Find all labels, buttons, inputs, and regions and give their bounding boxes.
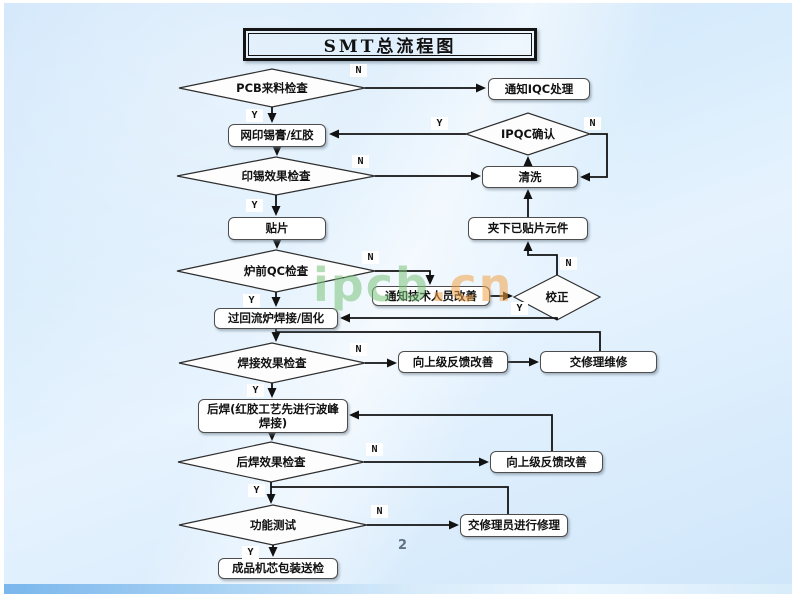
node-stencil-print: 网印锡膏/红胶: [228, 124, 326, 147]
node-feedback-improve-1: 向上级反馈改善: [398, 351, 508, 373]
branch-no-preqc: N: [362, 251, 379, 264]
branch-no-calibration: N: [560, 257, 577, 270]
diamond-ipqc-confirm: [464, 112, 592, 156]
branch-yes-printcheck: Y: [246, 199, 263, 212]
node-repairer-fix: 交修理员进行修理: [460, 514, 568, 537]
diamond-solder-result-check: [178, 342, 366, 384]
edge-feedback2-loop-to-postsolder: [349, 410, 553, 451]
branch-yes-calibration: Y: [511, 302, 528, 315]
left-margin: [0, 0, 4, 594]
diamond-pcb-incoming-check: [178, 68, 366, 108]
diamond-solder-print-check: [176, 156, 376, 196]
title-box: SMT总流程图: [243, 28, 537, 61]
edge-ipqc-no-to-clean: [580, 133, 608, 182]
node-post-soldering: 后焊(红胶工艺先进行波峰焊接): [198, 399, 348, 433]
node-send-repair: 交修理维修: [540, 351, 657, 373]
edge-fix-loop-to-functest: [271, 486, 509, 514]
branch-yes-preqc: Y: [243, 294, 260, 307]
branch-no-ipqc: N: [584, 117, 601, 130]
branch-no-postcheck: N: [366, 443, 383, 456]
diamond-function-test: [178, 504, 368, 546]
node-reflow-cure: 过回流炉焊接/固化: [214, 308, 338, 329]
node-cleaning: 清洗: [482, 166, 578, 188]
node-notify-technician: 通知技术人员改善: [372, 286, 490, 306]
edge-calibration-no-to-remove-parts: [523, 241, 558, 275]
branch-no-soldercheck: N: [350, 343, 367, 356]
footer-accent-strip: [0, 584, 792, 594]
top-margin: [0, 0, 792, 3]
branch-yes-pcb: Y: [246, 109, 263, 122]
node-notify-iqc: 通知IQC处理: [488, 78, 590, 100]
edge-calibration-yes-to-reflow: [340, 313, 558, 323]
page-title: SMT总流程图: [248, 33, 532, 57]
diamond-calibration: [512, 274, 602, 321]
node-placement: 贴片: [228, 217, 326, 240]
branch-yes-postcheck: Y: [248, 484, 265, 497]
branch-yes-ipqc: Y: [431, 117, 448, 130]
page-number: 2: [398, 538, 408, 553]
diamond-pre-reflow-qc-check: [176, 249, 376, 293]
node-remove-placed-parts: 夹下已贴片元件: [468, 217, 588, 240]
branch-no-printcheck: N: [352, 155, 369, 168]
node-pack-inspect: 成品机芯包装送检: [218, 558, 338, 579]
branch-no-functest: N: [371, 505, 388, 518]
diamond-post-solder-check: [177, 441, 365, 483]
branch-no-pcb: N: [350, 64, 367, 77]
branch-yes-functest: Y: [242, 546, 259, 559]
edge-repair-loop-to-soldercheck: [276, 331, 601, 351]
branch-yes-soldercheck: Y: [247, 384, 264, 397]
edge-preqc-no-to-notify-tech: [375, 270, 435, 285]
node-feedback-improve-2: 向上级反馈改善: [490, 451, 603, 473]
